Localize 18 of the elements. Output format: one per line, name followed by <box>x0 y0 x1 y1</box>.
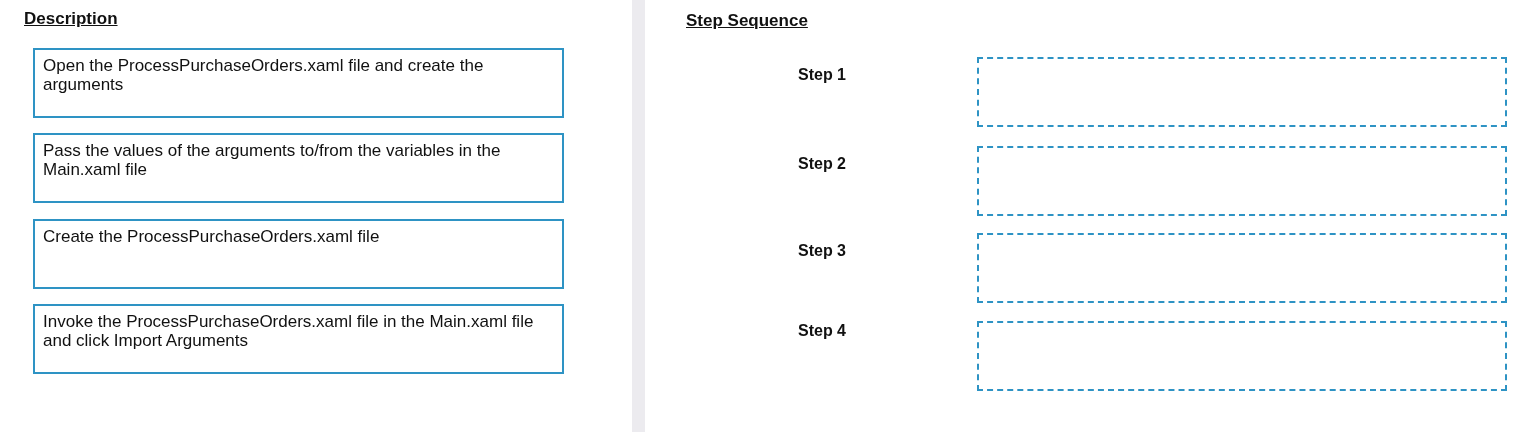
answer-card <box>33 304 564 374</box>
card-text: Invoke the ProcessPurchaseOrders.xaml file in the Main.xaml file and click Import Arguments <box>43 312 535 350</box>
step-label: Step 3 <box>798 242 846 260</box>
drop-zone <box>977 233 1507 303</box>
step-label: Step 4 <box>798 322 846 340</box>
drop-zone <box>977 321 1507 391</box>
step-label: Step 2 <box>798 155 846 173</box>
card-text: Create the ProcessPurchaseOrders.xaml file <box>43 227 381 246</box>
card-text: Pass the values of the arguments to/from the variables in the Main.xaml file <box>43 141 502 179</box>
drop-zone <box>977 57 1507 127</box>
answer-card <box>33 48 564 118</box>
drop-zone <box>977 146 1507 216</box>
answer-card <box>33 133 564 203</box>
section-heading: Step Sequence <box>686 11 808 31</box>
answer-card <box>33 219 564 289</box>
step-label: Step 1 <box>798 66 846 84</box>
section-heading: Description <box>24 9 118 29</box>
card-text: Open the ProcessPurchaseOrders.xaml file and create the arguments <box>43 56 485 94</box>
